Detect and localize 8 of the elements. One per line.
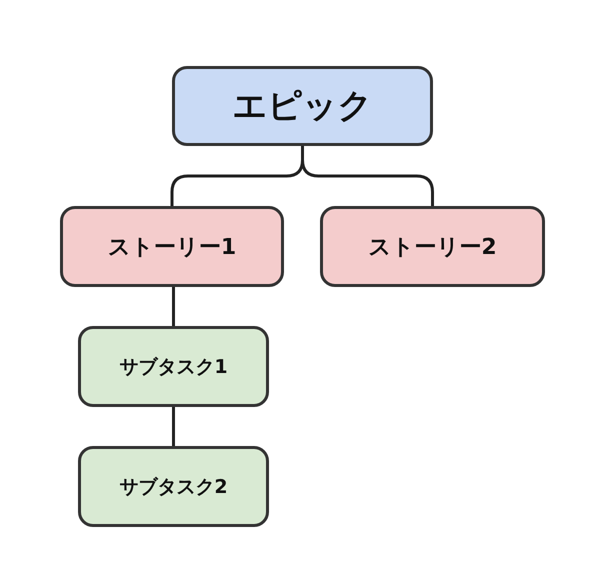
story-box: ストーリー1 bbox=[60, 206, 284, 287]
story-box: ストーリー2 bbox=[320, 206, 545, 287]
connector-line bbox=[172, 287, 175, 326]
epic-box: エピック bbox=[172, 66, 433, 146]
connector-line bbox=[301, 146, 434, 206]
subtask-box: サブタスク1 bbox=[78, 326, 269, 407]
connector-line bbox=[172, 407, 175, 446]
subtask-box: サブタスク2 bbox=[78, 446, 269, 527]
